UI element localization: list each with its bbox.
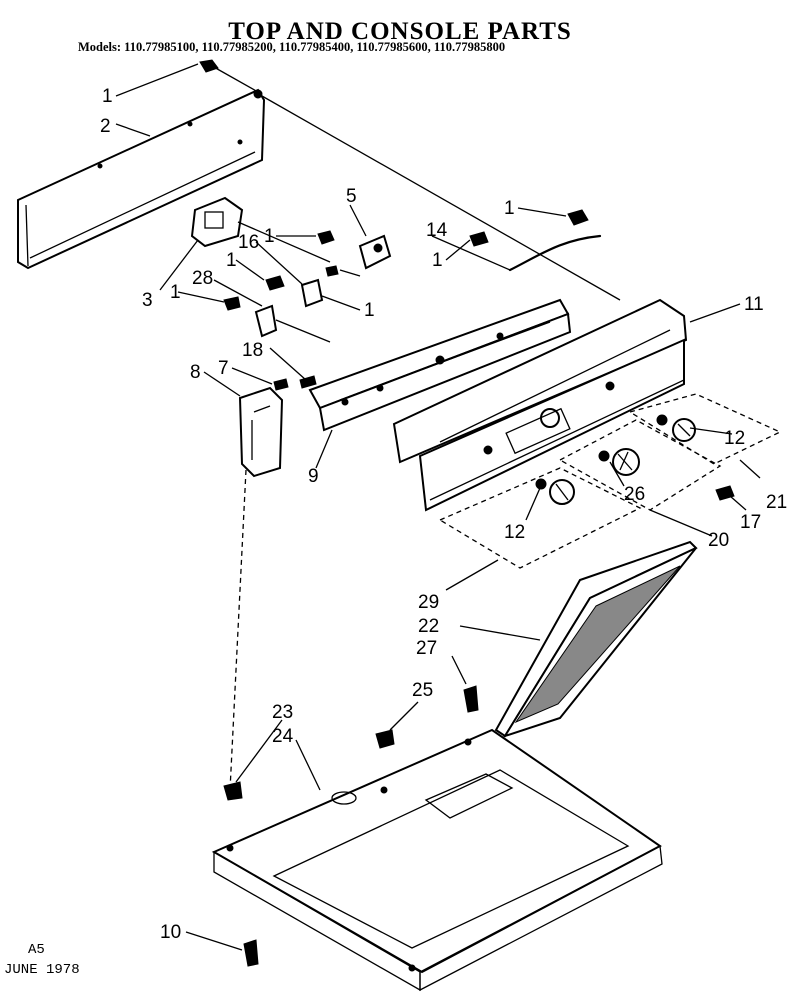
switch-part-5 bbox=[358, 234, 392, 270]
screw-part-17 bbox=[715, 485, 735, 501]
callout-7: 7 bbox=[218, 358, 229, 379]
bracket-part-8 bbox=[229, 386, 284, 791]
callout-11: 11 bbox=[744, 294, 764, 315]
callout-labels: 1 2 3 1 28 1 16 1 5 1 14 1 1 11 18 7 8 9… bbox=[100, 86, 787, 943]
callout-27: 27 bbox=[416, 638, 437, 659]
callout-1: 1 bbox=[432, 250, 443, 271]
control-bracket-part-9 bbox=[308, 298, 572, 432]
callout-18: 18 bbox=[242, 340, 263, 361]
callout-1: 1 bbox=[102, 86, 113, 107]
group-outline-part-21 bbox=[628, 393, 782, 465]
timer-part-3 bbox=[190, 196, 331, 263]
knob-part-12-left bbox=[535, 478, 575, 505]
figure-date: JUNE 1978 bbox=[4, 962, 80, 978]
clip-part-7 bbox=[273, 378, 289, 391]
callout-2: 2 bbox=[100, 116, 111, 137]
alignment-line bbox=[261, 95, 621, 301]
callout-12: 12 bbox=[504, 522, 525, 543]
callout-29: 29 bbox=[418, 592, 439, 613]
callout-17: 17 bbox=[740, 512, 761, 533]
model-numbers: Models: 110.77985100, 110.77985200, 110.… bbox=[78, 40, 506, 54]
callout-25: 25 bbox=[412, 680, 433, 701]
page-title: TOP AND CONSOLE PARTS bbox=[228, 18, 572, 45]
knob-part-12-right bbox=[656, 414, 696, 442]
switch-part-28 bbox=[254, 304, 331, 343]
callout-5: 5 bbox=[346, 186, 357, 207]
rear-panel-part-2 bbox=[17, 88, 266, 270]
screw-part-1-top bbox=[199, 59, 259, 93]
callout-1: 1 bbox=[364, 300, 375, 321]
screw-part-27 bbox=[463, 685, 479, 713]
screws-part-1-group bbox=[223, 209, 589, 311]
callout-24: 24 bbox=[272, 726, 294, 747]
group-outline-part-29 bbox=[438, 467, 642, 569]
callout-1: 1 bbox=[504, 198, 515, 219]
group-outline-part-20 bbox=[558, 419, 722, 511]
callout-9: 9 bbox=[308, 466, 319, 487]
clip-part-25 bbox=[375, 729, 395, 749]
switch-part-16 bbox=[300, 278, 361, 311]
screw-part-10 bbox=[243, 939, 259, 967]
callout-21: 21 bbox=[766, 492, 787, 513]
wire-harness-part-14 bbox=[508, 234, 602, 272]
callout-1: 1 bbox=[226, 250, 237, 271]
callout-28: 28 bbox=[192, 268, 213, 289]
callout-12: 12 bbox=[724, 428, 745, 449]
callout-1: 1 bbox=[170, 282, 181, 303]
leader-lines bbox=[115, 63, 761, 951]
callout-3: 3 bbox=[142, 290, 153, 311]
callout-22: 22 bbox=[418, 616, 439, 637]
screw-part-18 bbox=[299, 375, 317, 389]
callout-26: 26 bbox=[624, 484, 645, 505]
figure-code: A5 bbox=[28, 942, 45, 958]
callout-20: 20 bbox=[708, 530, 729, 551]
lint-filter-part-22 bbox=[494, 540, 698, 738]
console-panel-part-11 bbox=[392, 298, 688, 512]
callout-23: 23 bbox=[272, 702, 293, 723]
top-panel-part-24 bbox=[211, 728, 663, 992]
callout-16: 16 bbox=[238, 232, 259, 253]
knob-part-26 bbox=[598, 448, 640, 476]
callout-10: 10 bbox=[160, 922, 181, 943]
callout-1: 1 bbox=[264, 226, 275, 247]
foot-part-23 bbox=[223, 781, 243, 801]
callout-8: 8 bbox=[190, 362, 201, 383]
callout-14: 14 bbox=[426, 220, 448, 241]
